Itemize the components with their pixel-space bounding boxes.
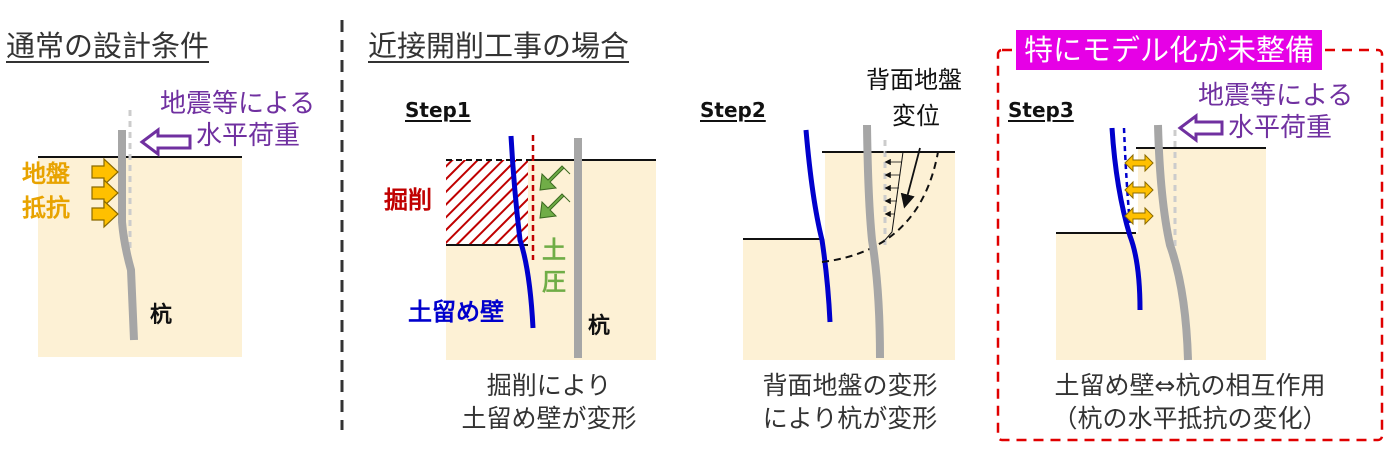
step1-diagram (446, 135, 656, 360)
pile (118, 130, 138, 341)
normal-design-diagram (38, 110, 242, 341)
pile (863, 124, 884, 359)
earth-pressure-label-line1: 土 (542, 236, 566, 264)
ground-displacement-profile (884, 151, 904, 241)
earth-pressure-arrows (539, 165, 571, 219)
step3-load-label-line1: 地震等による (1198, 81, 1354, 111)
resistance-label-line1: 地盤 (22, 160, 70, 188)
step1-label: Step1 (405, 98, 471, 122)
excavation-label: 掘削 (384, 186, 432, 214)
displacement-ticks (884, 158, 902, 218)
pile (1154, 124, 1192, 361)
heading-close-excavation: 近接開削工事の場合 (368, 29, 630, 63)
slip-surface (821, 151, 939, 263)
step2-label: Step2 (700, 98, 766, 122)
earth-pressure-label-line2: 圧 (542, 268, 566, 296)
step1-pile-label: 杭 (588, 314, 611, 339)
step2-caption-line1: 背面地盤の変形 (762, 371, 938, 400)
displacement-label-pointer (900, 147, 921, 209)
step1-caption-line1: 掘削により (486, 371, 612, 400)
retaining-wall (508, 135, 536, 329)
highlight-badge: 特にモデル化が未整備 (1016, 30, 1323, 70)
step1-caption-line2: 土留め壁が変形 (461, 404, 637, 433)
ground-panel-normal (38, 157, 242, 357)
retaining-wall (1109, 127, 1143, 311)
step2-diagram (743, 124, 955, 359)
step3-load-label-line2: 水平荷重 (1228, 113, 1333, 143)
interaction-arrows (1124, 153, 1154, 226)
horizontal-load-arrow (139, 127, 192, 157)
load-label-line1: 地震等による (160, 89, 316, 119)
step3-caption-line1: 土留め壁⇔杭の相互作用 (1054, 371, 1326, 400)
wall-label: 土留め壁 (408, 298, 504, 326)
heading-normal-design: 通常の設計条件 (6, 29, 210, 63)
pile-label: 杭 (150, 303, 173, 328)
step2-caption-line2: により杭が変形 (762, 404, 938, 433)
ground-disp-label-line2: 変位 (892, 102, 940, 130)
step3-diagram (996, 48, 1384, 442)
wall-original-position (1122, 127, 1132, 226)
step3-label: Step3 (1008, 98, 1074, 122)
horizontal-load-arrow (1177, 113, 1224, 143)
step3-caption-line2: （杭の水平抵抗の変化） (1052, 404, 1328, 433)
retaining-wall (803, 129, 833, 323)
ground-disp-label-line1: 背面地盤 (866, 66, 962, 94)
ground-resistance-arrows (91, 157, 119, 229)
resistance-label-line2: 抵抗 (22, 194, 70, 222)
load-label-line2: 水平荷重 (196, 121, 301, 151)
